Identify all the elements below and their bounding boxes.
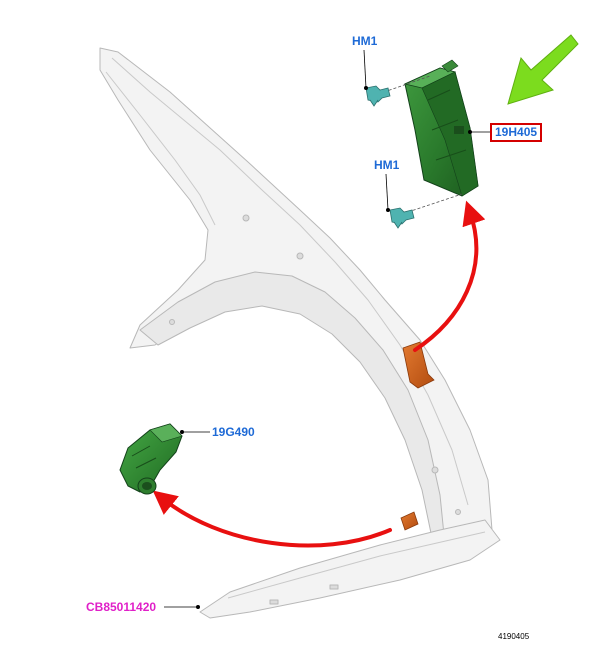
mount-bracket-upper: [402, 341, 435, 389]
figure-reference-number: 4190405: [498, 632, 530, 641]
push-pin-fastener-icon: [389, 207, 415, 229]
callout-module-19h405: 19H405: [490, 123, 543, 142]
callout-hm1-bottom: HM1: [374, 158, 400, 172]
mount-bracket-lower: [400, 511, 419, 531]
sensor-component: [119, 423, 183, 495]
push-pin-fastener-icon: [365, 85, 391, 107]
body-panel: [99, 47, 501, 619]
motion-arrow-sensor: [152, 490, 392, 548]
callout-hm1-top: HM1: [352, 34, 378, 48]
control-module: [403, 59, 479, 197]
callout-sensor-19g490: 19G490: [212, 425, 255, 439]
motion-arrow-module: [413, 200, 486, 352]
leader-lines: [164, 49, 490, 610]
callout-panel-cb85011420: CB85011420: [86, 600, 157, 614]
green-arrow-icon: [507, 34, 579, 105]
